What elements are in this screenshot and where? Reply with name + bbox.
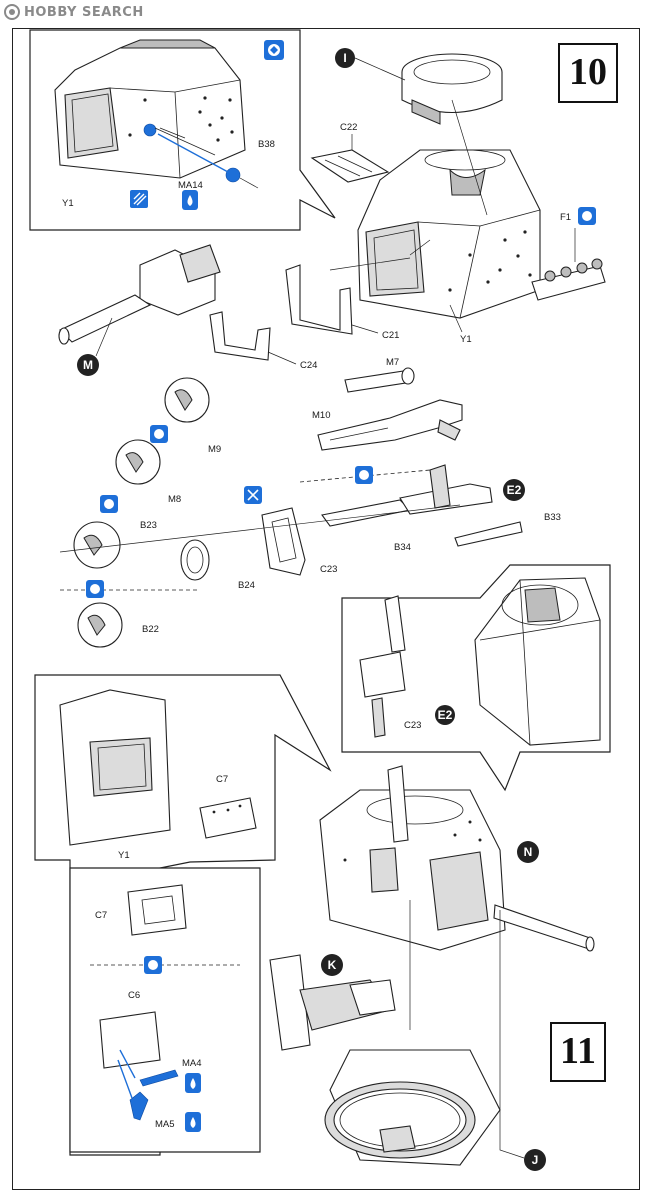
ref-e2: E2 <box>507 483 522 497</box>
cement-icon-ma5 <box>185 1112 201 1132</box>
label-c22: C22 <box>340 122 357 133</box>
ref-k: K <box>328 958 337 972</box>
label-c7-detail: C7 <box>95 910 107 921</box>
step-number-11: 11 <box>550 1022 606 1082</box>
label-y1-main: Y1 <box>460 334 472 345</box>
label-b23: B23 <box>140 520 157 531</box>
label-ma4: MA4 <box>182 1058 202 1069</box>
alternate-part-icon-b34 <box>355 466 373 484</box>
label-c24: C24 <box>300 360 317 371</box>
cement-icon <box>182 190 198 210</box>
watermark: HOBBY SEARCH <box>4 4 144 20</box>
alternate-part-icon <box>264 40 284 60</box>
ref-j: J <box>532 1153 539 1167</box>
ref-n: N <box>524 845 533 859</box>
photo-etch-part-ma14-a <box>143 123 157 137</box>
gun-barrel-assembly: E2 B34 B33 C23 B23 B24 B22 <box>59 464 561 648</box>
label-c23: C23 <box>320 564 337 575</box>
label-m9: M9 <box>208 444 221 455</box>
label-m8: M8 <box>168 494 181 505</box>
label-c6: C6 <box>128 990 140 1001</box>
photo-etch-part-ma14-b <box>225 167 241 183</box>
photo-etch-part-ma4 <box>139 1069 179 1087</box>
step-number-10: 10 <box>558 43 618 103</box>
label-c7: C7 <box>216 774 228 785</box>
label-y1-inset: Y1 <box>62 198 74 209</box>
instruction-page-frame <box>12 28 640 1190</box>
watermark-logo-icon <box>4 4 20 20</box>
ref-m: M <box>83 358 93 372</box>
label-ma14: MA14 <box>178 180 203 191</box>
inset-turret-detail: Y1 B38 MA14 <box>29 29 336 231</box>
label-b38: B38 <box>258 139 275 150</box>
ref-i: I <box>343 51 346 65</box>
inset-mantlet-detail: E2 C23 <box>341 564 611 792</box>
label-b24: B24 <box>238 580 255 591</box>
label-c23-inset: C23 <box>404 720 421 731</box>
alternate-part-icon-f1 <box>578 207 596 225</box>
watermark-text: HOBBY SEARCH <box>24 4 144 20</box>
cement-icon-ma4 <box>185 1073 201 1093</box>
alternate-part-icon-c6 <box>144 956 162 974</box>
label-c21: C21 <box>382 330 399 341</box>
machine-gun-assembly: M7 M10 <box>312 357 463 451</box>
main-turret-assembly: I C22 F1 Y1 C21 <box>285 48 606 345</box>
alternate-part-icon-b23 <box>100 495 118 513</box>
label-b22: B22 <box>142 624 159 635</box>
label-b33: B33 <box>544 512 561 523</box>
ref-e2-inset: E2 <box>438 708 453 722</box>
step-11-assembly: Y1 C7 C7 C6 MA4 MA5 <box>34 674 595 1171</box>
label-f1: F1 <box>560 212 571 223</box>
label-ma5: MA5 <box>155 1119 175 1130</box>
label-y1-inset2: Y1 <box>118 850 130 861</box>
photo-etch-icon <box>130 190 148 208</box>
alternate-part-icon-m9 <box>150 425 168 443</box>
label-m7: M7 <box>386 357 399 368</box>
alternate-part-icon-b22 <box>86 580 104 598</box>
photo-etch-part-ma5 <box>129 1091 149 1121</box>
gun-mount-assembly: M C24 <box>58 244 317 376</box>
do-not-cement-icon <box>244 486 262 504</box>
label-m10: M10 <box>312 410 330 421</box>
label-b34: B34 <box>394 542 411 553</box>
mantlet-parts: M9 M8 <box>115 377 221 505</box>
